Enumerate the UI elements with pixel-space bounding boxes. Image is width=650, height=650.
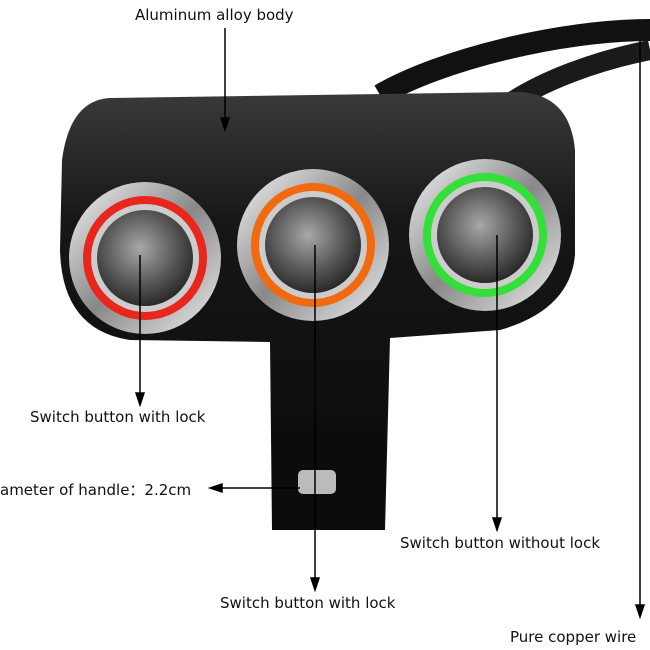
label-left-switch: Switch button with lock — [30, 408, 206, 426]
switch-button-right — [409, 159, 561, 311]
label-copper-wire: Pure copper wire — [510, 628, 637, 646]
label-right-switch: Switch button without lock — [400, 534, 601, 552]
clamp-screw — [298, 470, 336, 494]
switch-button-left — [69, 182, 221, 334]
switch-button-middle — [237, 169, 389, 321]
callout-arrows — [134, 28, 646, 620]
label-aluminum-body: Aluminum alloy body — [135, 6, 294, 24]
label-middle-switch: Switch button with lock — [220, 594, 396, 612]
label-handle-diameter: ameter of handle：2.2cm — [0, 481, 192, 499]
